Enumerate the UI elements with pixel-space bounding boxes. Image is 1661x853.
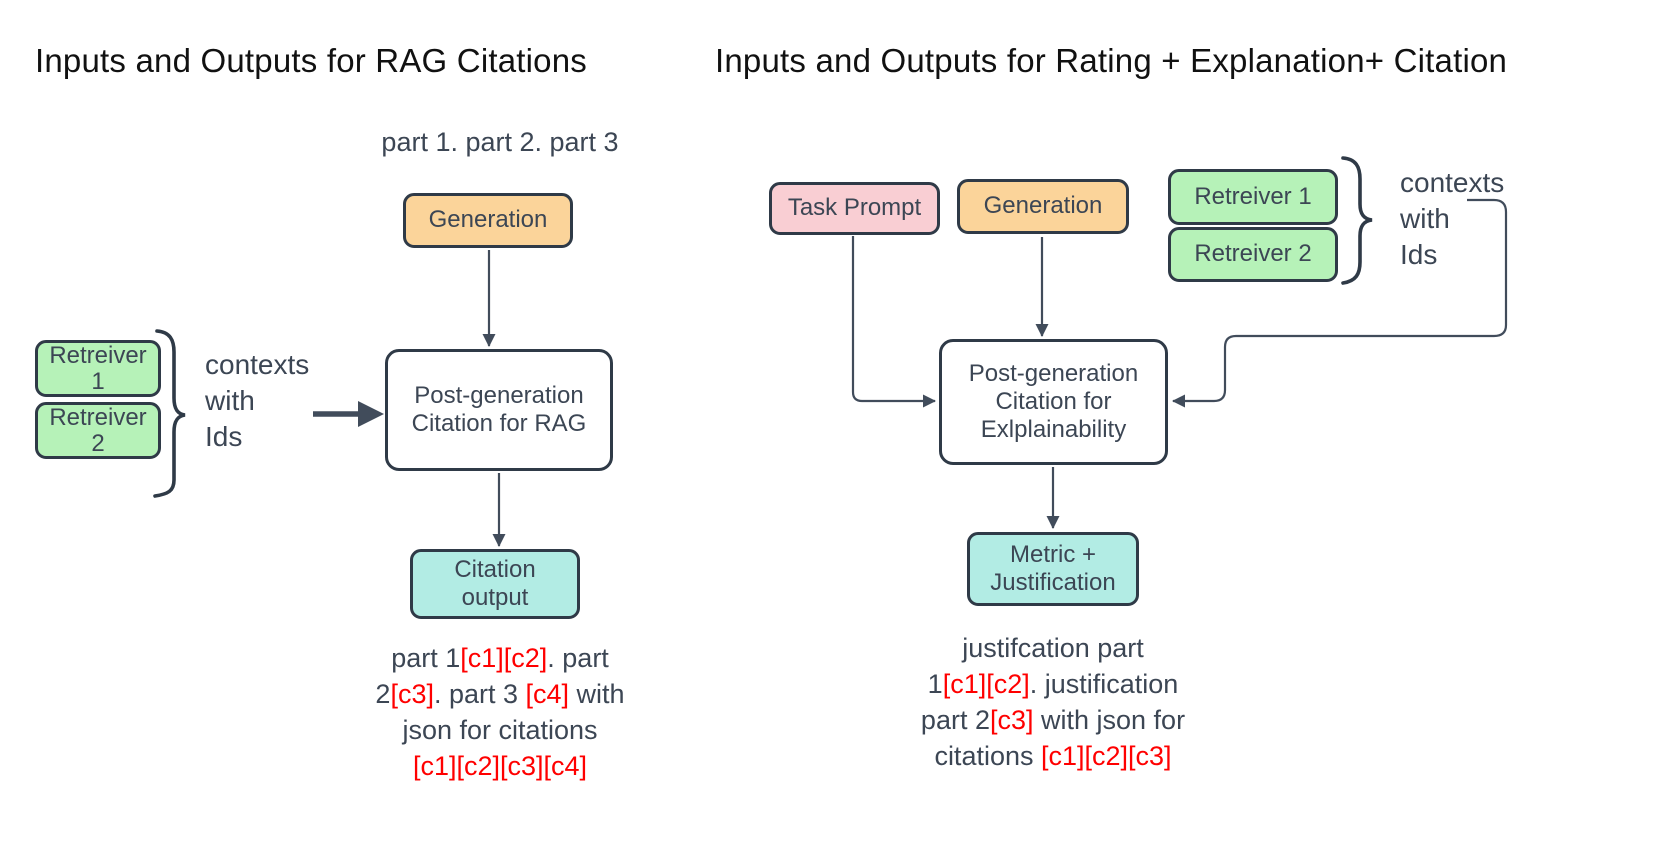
output-text-right: justifcation part 1[c1][c2]. justificati… [880,630,1226,774]
contexts-note-right: contexts with Ids [1400,165,1504,273]
node-label-line: Post-generation [414,381,584,409]
output-line: json for citations [320,712,680,748]
node-label-line: output [461,584,529,611]
node-metric-justification: Metric + Justification [967,532,1139,606]
citation-marker: [c1][c2][c3][c4] [412,751,588,781]
arrow-task-prompt-to-postgen [851,236,936,408]
contexts-note-left: contexts with Ids [205,347,309,455]
citation-marker: [c3] [989,705,1034,735]
contexts-line: Ids [1400,239,1438,270]
text-segment: part 1 [391,643,461,673]
right-diagram-title: Inputs and Outputs for Rating + Explanat… [715,42,1508,79]
text-segment: json for citations [402,715,598,745]
node-label-line: Retreiver [49,342,147,370]
curly-brace-right-retreivers [1341,156,1373,285]
node-label-line: 1 [91,367,105,395]
node-label-line: Citation [454,555,536,583]
citation-marker: [c1][c2] [942,669,1030,699]
node-label-line: Citation for [995,387,1112,415]
node-task-prompt: Task Prompt [769,182,940,235]
node-postgen-left: Post-generation Citation for RAG [385,349,613,471]
text-segment: with [569,679,625,709]
contexts-line: with [205,385,255,416]
node-label: Retreiver 1 [1194,182,1312,210]
contexts-line: with [1400,203,1450,234]
output-text-left: part 1[c1][c2]. part 2[c3]. part 3 [c4] … [320,640,680,784]
output-line: part 1[c1][c2]. part [320,640,680,676]
text-segment: 2 [375,679,391,709]
node-label-line: Post-generation [968,359,1139,387]
output-line: [c1][c2][c3][c4] [320,748,680,784]
citation-marker: [c3] [390,679,434,709]
node-label-line: 2 [91,429,105,457]
node-postgen-right: Post-generation Citation for Exlplainabi… [939,339,1168,465]
left-parts-note: part 1. part 2. part 3 [381,127,619,157]
text-segment: . justification [1029,669,1179,699]
output-line: 1[c1][c2]. justification [880,666,1226,702]
contexts-line: contexts [205,349,310,380]
node-retreiver1-right: Retreiver 1 [1168,169,1338,225]
text-segment: justifcation part [962,633,1144,663]
contexts-line: contexts [1400,167,1505,198]
node-retreiver1-left: Retreiver 1 [35,340,161,397]
output-line: part 2[c3] with json for [880,702,1226,738]
citation-marker: [c1][c2] [460,643,548,673]
contexts-line: Ids [205,421,243,452]
node-generation-left: Generation [403,193,573,248]
output-line: citations [c1][c2][c3] [880,738,1226,774]
node-retreiver2-right: Retreiver 2 [1168,227,1338,282]
node-generation-right: Generation [957,179,1129,234]
output-line: 2[c3]. part 3 [c4] with [320,676,680,712]
node-label-line: Citation for RAG [411,410,587,437]
output-line: justifcation part [880,630,1226,666]
node-label-line: Justification [990,569,1116,596]
node-label: Generation [983,192,1103,220]
node-citation-output: Citation output [410,549,580,619]
node-label: Generation [428,206,548,234]
left-diagram-title: Inputs and Outputs for RAG Citations [35,42,587,79]
citation-marker: [c4] [525,679,570,709]
node-retreiver2-left: Retreiver 2 [35,402,161,459]
node-label-line: Metric + [1009,540,1096,568]
node-label: Retreiver 2 [1194,240,1312,268]
text-segment: part 2 [920,705,990,735]
text-segment: 1 [927,669,943,699]
text-segment: . part 3 [433,679,526,709]
node-label: Task Prompt [787,194,922,222]
text-segment: citations [934,741,1041,771]
text-segment: with json for [1033,705,1186,735]
citation-marker: [c1][c2][c3] [1041,741,1172,771]
node-label-line: Retreiver [49,404,147,432]
thick-arrow-contexts-to-postgen-head [358,401,384,427]
text-segment: . part [547,643,609,673]
node-label-line: Exlplainability [980,416,1127,444]
